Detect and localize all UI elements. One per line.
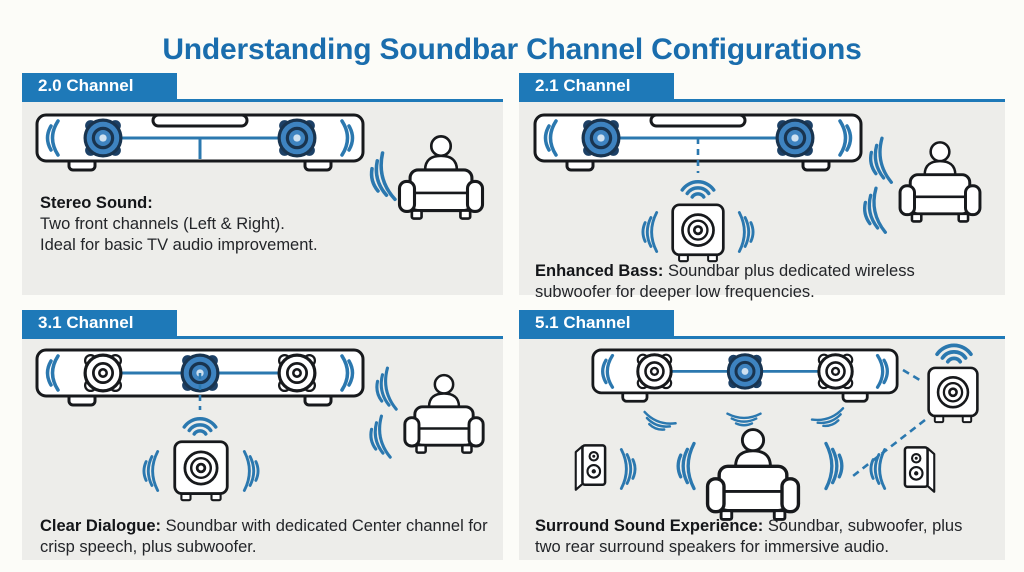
- description-lead: Stereo Sound:: [40, 194, 153, 212]
- panel-description: Clear Dialogue: Soundbar with dedicated …: [40, 516, 500, 558]
- sound-waves-icon: [810, 406, 849, 432]
- rear-speaker-right-icon: [903, 446, 936, 494]
- wireless-link-dashed: [902, 368, 924, 384]
- panel-label: 3.1 Channel: [38, 313, 134, 332]
- description-body: Soundbar, subwoofer, plus two rear surro…: [535, 517, 963, 557]
- sofa-listener-icon: [705, 427, 801, 522]
- banner-underline: [22, 336, 503, 339]
- panel-grid: 2.0 Channel Stereo Sound: Two front chann…: [22, 73, 1005, 560]
- sound-waves-icon: [726, 412, 762, 427]
- panel-description: Stereo Sound: Two front channels (Left & …: [40, 193, 390, 256]
- panel-banner: 2.1 Channel: [519, 73, 674, 99]
- sound-waves-icon: [676, 441, 696, 491]
- sound-waves-icon: [737, 210, 755, 254]
- wireless-link-dashed: [852, 418, 926, 478]
- sound-waves-icon: [869, 447, 887, 491]
- description-lead: Clear Dialogue:: [40, 517, 166, 535]
- banner-underline: [519, 99, 1005, 102]
- description-body: Soundbar plus dedicated wireless subwoof…: [535, 262, 915, 302]
- description-lead: Enhanced Bass:: [535, 262, 668, 280]
- description-body: Two front channels (Left & Right). Ideal…: [40, 215, 318, 255]
- sofa-listener-icon: [403, 373, 485, 455]
- sound-waves-icon: [639, 410, 677, 436]
- panel-graphic: [574, 343, 979, 522]
- page-title: Understanding Soundbar Channel Configura…: [0, 33, 1024, 67]
- sound-waves-icon: [371, 366, 398, 414]
- panel-label: 2.0 Channel: [38, 76, 134, 95]
- sound-waves-icon: [858, 186, 887, 238]
- sound-waves-icon: [619, 447, 637, 491]
- panel-banner: 2.0 Channel: [22, 73, 177, 99]
- title-light: Understanding: [162, 33, 372, 67]
- soundbar-icon: [593, 350, 897, 401]
- panel-label: 2.1 Channel: [535, 76, 631, 95]
- panel-graphic: [22, 73, 485, 221]
- banner-underline: [22, 99, 503, 102]
- description-lead: Surround Sound Experience:: [535, 517, 768, 535]
- banner-underline: [519, 336, 1005, 339]
- sound-waves-icon: [142, 449, 160, 493]
- subwoofer-icon: [173, 440, 229, 502]
- subwoofer-icon: [927, 366, 979, 424]
- sound-waves-icon: [864, 136, 893, 188]
- sound-waves-icon: [641, 210, 659, 254]
- panel-5-1-channel: 5.1 Channel Surround S: [519, 310, 1005, 560]
- wifi-waves-icon: [182, 417, 218, 436]
- wifi-waves-icon: [935, 343, 973, 364]
- rear-speaker-left-icon: [574, 444, 607, 492]
- subwoofer-icon: [671, 203, 725, 263]
- panel-graphic: [519, 73, 982, 263]
- sound-waves-icon: [365, 414, 392, 462]
- wifi-waves-icon: [680, 180, 716, 199]
- panel-3-1-channel: 3.1 Channel Clear Dialogue: Soundbar wit…: [22, 310, 503, 560]
- panel-label: 5.1 Channel: [535, 313, 631, 332]
- panel-2-1-channel: 2.1 Channel Enhanced Bass: Soundbar plus…: [519, 73, 1005, 301]
- panel-banner: 3.1 Channel: [22, 310, 177, 336]
- panel-2-0-channel: 2.0 Channel Stereo Sound: Two front chann…: [22, 73, 503, 295]
- panel-description: Enhanced Bass: Soundbar plus dedicated w…: [535, 261, 1000, 303]
- sofa-listener-icon: [898, 140, 982, 223]
- title-bold: Soundbar Channel Configurations: [379, 33, 862, 67]
- description-body: Soundbar with dedicated Center channel f…: [40, 517, 488, 557]
- sofa-listener-icon: [397, 134, 485, 221]
- panel-description: Surround Sound Experience: Soundbar, sub…: [535, 516, 1000, 558]
- sound-waves-icon: [242, 449, 260, 493]
- panel-banner: 5.1 Channel: [519, 310, 674, 336]
- sound-waves-icon: [824, 441, 844, 491]
